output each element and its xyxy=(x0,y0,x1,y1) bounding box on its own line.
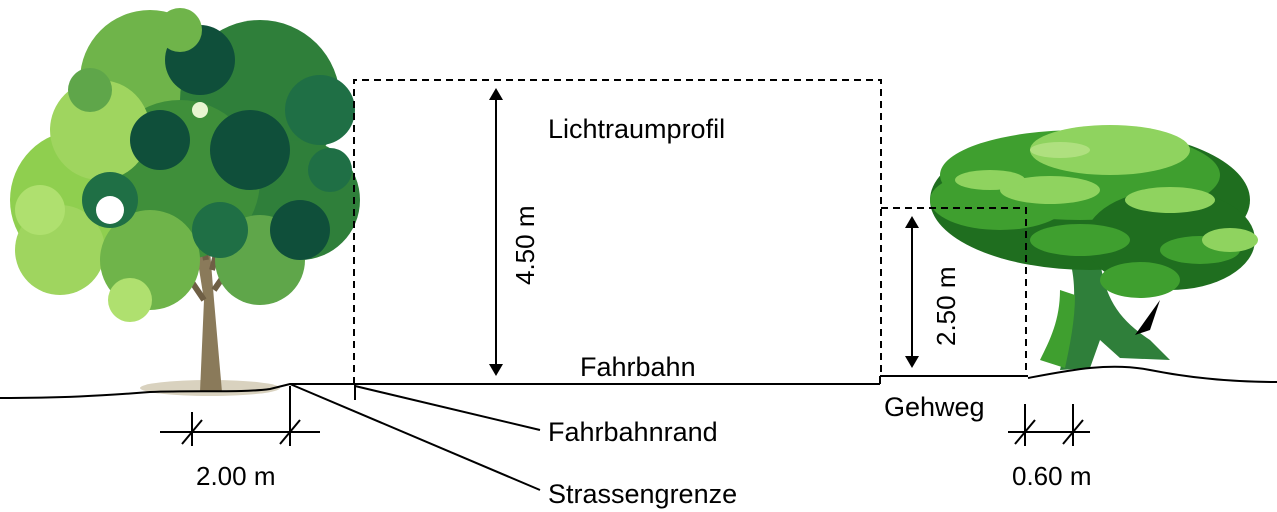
left-ground-line xyxy=(0,383,355,399)
bush-icon xyxy=(930,125,1258,370)
sidewalk-height-label: 2.50 m xyxy=(931,267,961,347)
tree-trunk xyxy=(196,250,222,392)
left-offset-dimension xyxy=(160,386,320,446)
strassengrenze-label: Strassengrenze xyxy=(548,479,737,509)
right-offset-dimension xyxy=(1008,404,1090,446)
right-ground-line xyxy=(1027,365,1277,383)
bush-foliage xyxy=(930,125,1258,298)
lichtraumprofil-label: Lichtraumprofil xyxy=(548,114,725,144)
clearance-profile-sidewalk xyxy=(881,207,1027,376)
ground xyxy=(0,365,1277,399)
fahrbahn-label: Fahrbahn xyxy=(580,352,696,382)
deciduous-tree-icon xyxy=(10,8,360,396)
left-offset-label: 2.00 m xyxy=(196,461,276,491)
bush-trunk xyxy=(1060,260,1170,370)
road-height-label: 4.50 m xyxy=(510,206,540,286)
strassengrenze-leader xyxy=(289,383,541,491)
clearance-profile-road xyxy=(353,79,882,384)
gehweg-label: Gehweg xyxy=(884,392,985,422)
right-offset-label: 0.60 m xyxy=(1012,461,1092,491)
tree-foliage xyxy=(10,8,360,322)
fahrbahnrand-leader xyxy=(354,385,541,431)
fahrbahnrand-label: Fahrbahnrand xyxy=(548,417,718,447)
